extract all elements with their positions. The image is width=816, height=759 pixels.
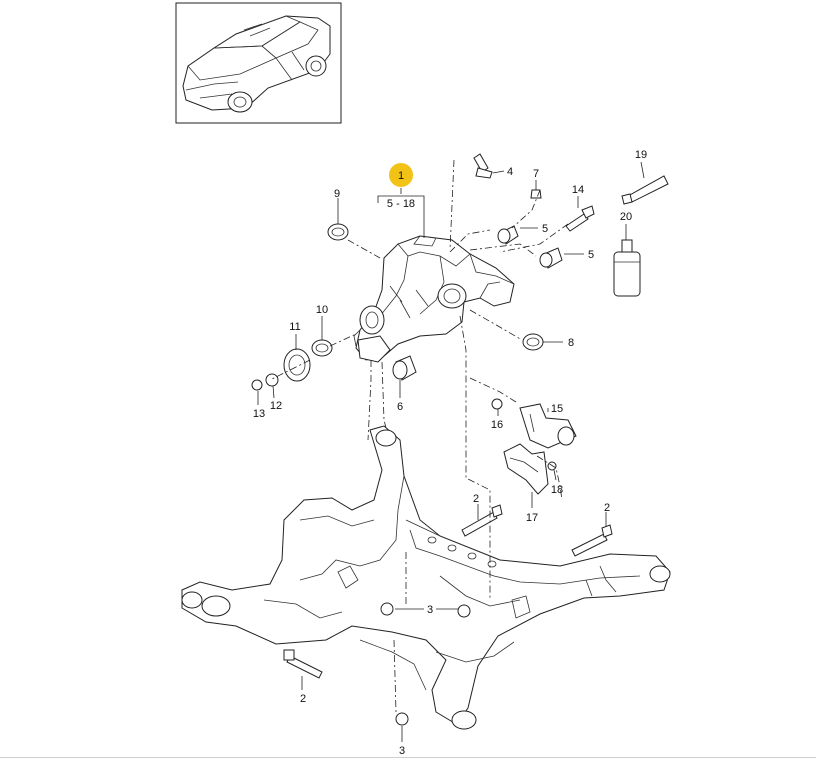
callout-2a[interactable]: 2 bbox=[473, 493, 479, 505]
bottom-divider bbox=[0, 757, 816, 758]
part-2-bolt-c bbox=[283, 649, 323, 679]
callout-14[interactable]: 14 bbox=[572, 184, 584, 196]
callout-6[interactable]: 6 bbox=[397, 401, 403, 413]
callout-16[interactable]: 16 bbox=[491, 419, 503, 431]
part-3-nut-c bbox=[395, 712, 409, 726]
part-2-bolt-a bbox=[461, 504, 503, 537]
callout-4[interactable]: 4 bbox=[507, 166, 513, 178]
part-3-nut-b bbox=[457, 604, 471, 618]
callout-11[interactable]: 11 bbox=[289, 321, 300, 333]
callout-10[interactable]: 10 bbox=[316, 304, 328, 316]
callout-20[interactable]: 20 bbox=[620, 211, 632, 223]
callout-1[interactable]: 1 bbox=[389, 163, 413, 187]
part-4-sensor bbox=[473, 153, 493, 179]
part-10-seal bbox=[311, 339, 333, 357]
leader-lines bbox=[257, 161, 645, 742]
callout-3a[interactable]: 3 bbox=[427, 604, 433, 616]
callout-5b[interactable]: 5 bbox=[588, 249, 594, 261]
callout-8[interactable]: 8 bbox=[568, 337, 574, 349]
suv-illustration bbox=[182, 15, 331, 113]
callout-9[interactable]: 9 bbox=[334, 188, 340, 200]
part-7-bolt bbox=[530, 189, 542, 199]
callout-15[interactable]: 15 bbox=[551, 403, 563, 415]
part-5-bushing-b bbox=[539, 247, 563, 269]
callout-5a[interactable]: 5 bbox=[542, 223, 548, 235]
rear-differential bbox=[353, 235, 515, 363]
callout-labels: 1 5 - 18 2 2 2 3 3 4 5 5 6 7 8 9 10 11 1… bbox=[253, 149, 647, 757]
part-6-bushing bbox=[392, 355, 417, 381]
callout-13[interactable]: 13 bbox=[253, 408, 265, 420]
part-3-nut-a bbox=[380, 602, 394, 616]
callout-2c[interactable]: 2 bbox=[300, 693, 306, 705]
part-2-bolt-b bbox=[571, 524, 613, 557]
part-12-ring bbox=[265, 373, 279, 387]
part-15-actuator bbox=[519, 403, 577, 449]
part-20-bottle bbox=[613, 239, 641, 297]
part-13-ring bbox=[251, 379, 263, 391]
callout-2b[interactable]: 2 bbox=[604, 502, 610, 514]
part-14-bolt bbox=[565, 205, 595, 232]
part-16-oring bbox=[491, 398, 503, 410]
rear-subframe bbox=[181, 425, 671, 730]
callout-17[interactable]: 17 bbox=[526, 512, 538, 524]
vehicle-thumbnail bbox=[175, 2, 342, 124]
part-11-cover bbox=[283, 348, 311, 382]
callout-18[interactable]: 18 bbox=[551, 484, 563, 496]
alignment-lines bbox=[269, 159, 569, 713]
part-17-bracket bbox=[503, 443, 549, 495]
callout-1-label: 1 bbox=[398, 170, 404, 182]
part-9-seal bbox=[327, 223, 349, 241]
part-5-bushing-a bbox=[497, 225, 519, 245]
callout-12[interactable]: 12 bbox=[270, 400, 282, 412]
callout-1-range: 5 - 18 bbox=[387, 198, 415, 210]
callout-1-highlight bbox=[389, 163, 413, 187]
callout-7[interactable]: 7 bbox=[533, 168, 539, 180]
part-18-bolt bbox=[547, 461, 557, 471]
part-19-tube bbox=[621, 175, 669, 205]
callout-3b[interactable]: 3 bbox=[399, 745, 405, 757]
part-8-seal bbox=[522, 333, 544, 351]
callout-19[interactable]: 19 bbox=[635, 149, 647, 161]
